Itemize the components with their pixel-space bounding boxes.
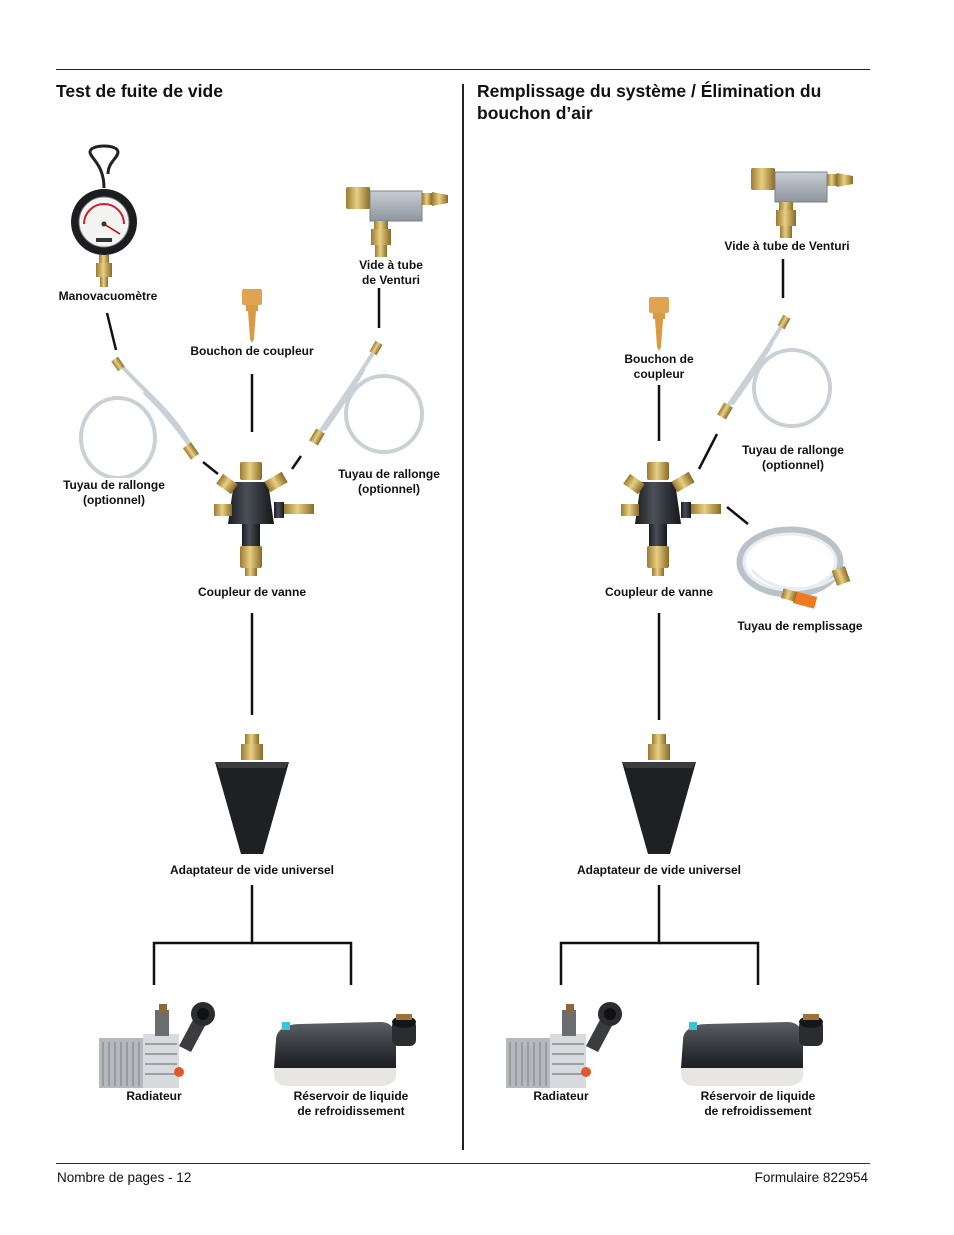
label-extension-hose-right: Tuyau de rallonge (optionnel)	[338, 467, 440, 496]
label-radiator-right: Radiateur	[533, 1089, 589, 1103]
universal-adapter-icon	[622, 734, 696, 854]
label-vacuum-gauge: Manovacuomètre	[58, 289, 158, 303]
radiator-icon	[506, 1002, 622, 1088]
label-venturi-right: Vide à tube de Venturi	[724, 239, 850, 253]
radiator-icon	[99, 1002, 215, 1088]
label-fill-hose: Tuyau de remplissage	[737, 619, 863, 633]
label-venturi: Vide à tube de Venturi	[359, 258, 423, 287]
extension-hose-icon	[717, 314, 832, 428]
label-coupler-plug: Bouchon de coupleur	[190, 344, 314, 358]
venturi-tube-icon	[751, 168, 853, 238]
coupler-plug-icon	[242, 289, 262, 343]
footer-form-number: Formulaire 822954	[754, 1170, 868, 1185]
label-radiator: Radiateur	[126, 1089, 182, 1103]
label-coolant-reservoir-right: Réservoir de liquide de refroidissement	[700, 1089, 816, 1118]
valve-coupler-icon	[621, 462, 721, 576]
fill-hose-icon	[736, 526, 851, 609]
top-rule	[56, 69, 870, 70]
label-valve-coupler-right: Coupleur de vanne	[604, 585, 714, 599]
vacuum-gauge-icon	[71, 144, 137, 287]
label-valve-coupler: Coupleur de vanne	[197, 585, 307, 599]
coolant-reservoir-icon	[681, 1014, 823, 1086]
valve-coupler-icon	[214, 462, 314, 576]
label-coolant-reservoir: Réservoir de liquide de refroidissement	[293, 1089, 409, 1118]
coolant-reservoir-icon	[274, 1014, 416, 1086]
bottom-rule	[56, 1163, 870, 1164]
section-title-fill-system: Remplissage du système / Élimination du …	[477, 81, 822, 123]
label-universal-adapter-right: Adaptateur de vide universel	[576, 863, 742, 877]
venturi-tube-icon	[346, 187, 448, 257]
extension-hose-icon	[309, 340, 424, 454]
label-coupler-plug-right: Bouchon de coupleur	[624, 352, 694, 381]
label-universal-adapter: Adaptateur de vide universel	[169, 863, 335, 877]
label-extension-hose-right-col: Tuyau de rallonge (optionnel)	[742, 443, 844, 472]
label-extension-hose-left: Tuyau de rallonge (optionnel)	[63, 478, 165, 507]
footer-page-count: Nombre de pages - 12	[57, 1170, 192, 1185]
extension-hose-icon	[79, 356, 200, 478]
column-divider	[462, 84, 464, 1150]
section-title-leak-test: Test de fuite de vide	[56, 81, 223, 101]
universal-adapter-icon	[215, 734, 289, 854]
coupler-plug-icon	[649, 297, 669, 351]
